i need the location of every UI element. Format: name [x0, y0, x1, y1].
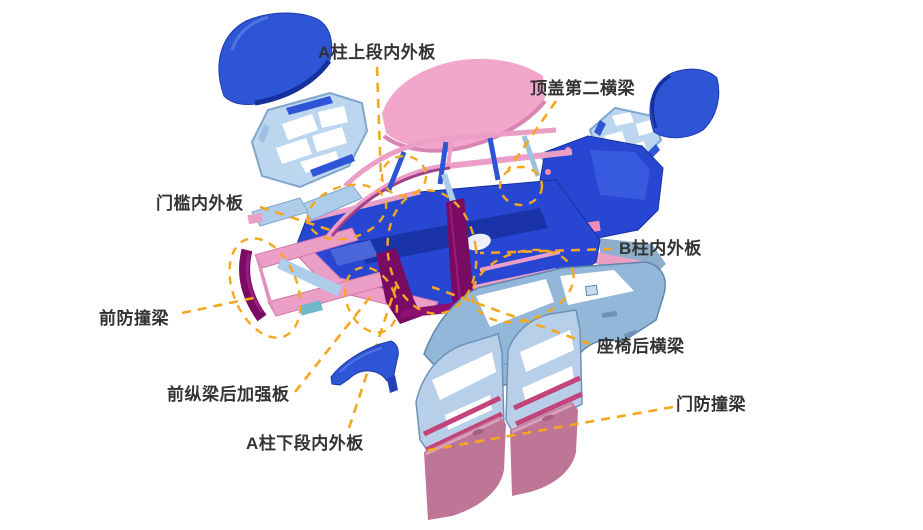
hood-outer-panel — [218, 12, 333, 106]
label-door-impact-beam: 门防撞梁 — [676, 395, 746, 414]
highlight-second-roof-bow — [498, 165, 544, 207]
leader-lines — [181, 66, 674, 453]
label-a-pillar-lower: A柱下段内外板 — [246, 434, 364, 453]
highlight-front-rail — [343, 266, 399, 334]
highlight-door-ring — [386, 189, 478, 315]
decklid-outer-panel — [649, 68, 720, 139]
label-roof-second-crossbeam: 顶盖第二横梁 — [530, 79, 635, 98]
label-a-pillar-upper: A柱上段内外板 — [318, 43, 436, 62]
leader-seat-rear-crossbeam — [431, 285, 591, 346]
leader-roof-second-crossbeam — [506, 100, 558, 171]
label-b-pillar-inner-outer: B柱内外板 — [619, 239, 702, 258]
front-frame-rails — [254, 227, 395, 317]
label-seat-rear-crossbeam: 座椅后横梁 — [597, 337, 685, 356]
label-sill-inner-outer-panel: 门槛内外板 — [156, 194, 244, 213]
label-front-bumper-beam: 前防撞梁 — [99, 309, 169, 328]
roof-outer-panel — [382, 58, 547, 153]
label-front-rail-reinforcement: 前纵梁后加强板 — [167, 385, 290, 404]
leader-front-bumper-beam — [181, 295, 259, 315]
highlight-front-roof-bow — [380, 154, 428, 198]
highlight-seat-crossbeam — [471, 248, 575, 324]
leader-door-impact-beam — [423, 405, 674, 453]
leader-a-pillar-upper — [375, 66, 383, 181]
highlight-front-bumper-beam — [228, 237, 302, 339]
highlight-cowl-region — [306, 183, 388, 241]
leader-front-rail-reinforcement — [293, 291, 376, 393]
leader-a-pillar-lower — [347, 285, 398, 429]
hood-inner-panel — [250, 91, 369, 189]
front-fender — [330, 340, 399, 393]
leader-b-pillar — [479, 247, 613, 255]
front-bumper-beam-part — [239, 248, 267, 322]
rear-door-inner-frame — [505, 309, 584, 439]
door-ring-maroon — [376, 198, 480, 324]
leader-sill-panel — [259, 205, 331, 232]
front-door-outer-panel — [424, 416, 506, 520]
